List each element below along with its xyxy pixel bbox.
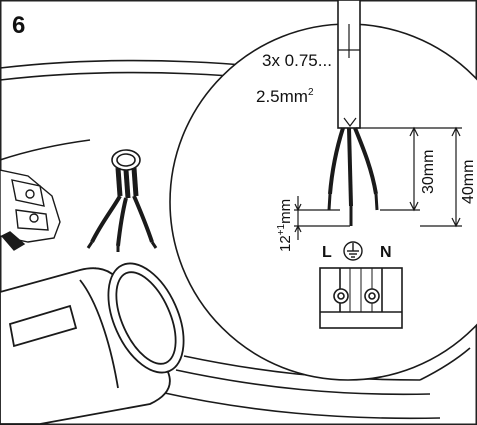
terminal-screw-neutral-inner xyxy=(368,292,376,300)
cable-spec-value: 2.5mm xyxy=(256,87,308,106)
dimension-40mm-label: 40mm xyxy=(460,160,477,204)
dimension-12mm-tolerance: +1 xyxy=(276,223,287,235)
spec-leader xyxy=(338,24,360,58)
dimension-40mm xyxy=(420,126,462,228)
cable-spec-line2: 2.5mm2 xyxy=(256,87,314,106)
dimension-12mm-unit: mm xyxy=(277,199,294,224)
cable-spec-line1: 3x 0.75... xyxy=(262,51,332,70)
dimension-12mm-label: 12+1mm xyxy=(276,199,294,252)
lamp-tube xyxy=(0,262,185,425)
cable-spec-unit-superscript: 2 xyxy=(308,87,314,98)
terminal-label-neutral: N xyxy=(380,244,392,261)
dimension-12mm-value: 12 xyxy=(277,235,294,252)
terminal-block-small xyxy=(0,169,61,251)
dimension-30mm xyxy=(356,126,420,212)
dimension-12mm xyxy=(294,196,350,240)
cable-entry xyxy=(86,149,158,252)
dimension-30mm-label: 30mm xyxy=(420,150,437,194)
step-number: 6 xyxy=(12,12,25,39)
terminal-block xyxy=(319,267,403,329)
cable-sheath xyxy=(337,0,361,129)
conductors xyxy=(327,127,379,226)
terminal-label-live: L xyxy=(322,244,332,261)
terminal-screw-live-inner xyxy=(337,292,345,300)
earth-ground-icon xyxy=(343,241,363,261)
